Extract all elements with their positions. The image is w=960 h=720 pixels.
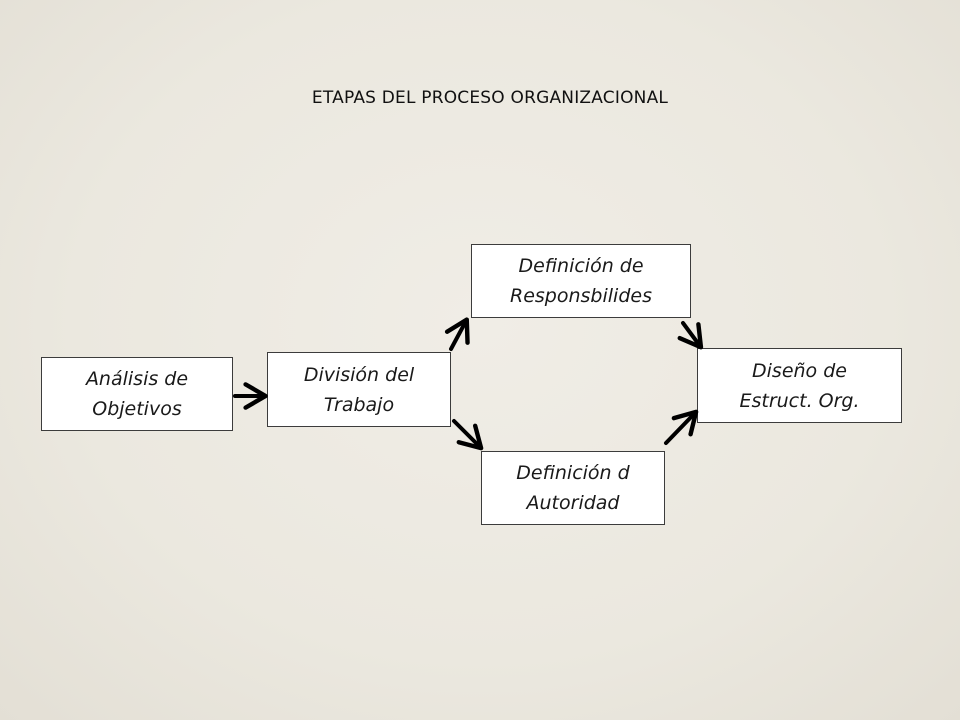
arrow-division-to-responsabilidades bbox=[444, 317, 470, 351]
node-definicion-de-responsabilidades: Definición de Responsbilides bbox=[471, 244, 691, 318]
node-definicion-de-autoridad: Definición d Autoridad bbox=[481, 451, 665, 525]
node-division-del-trabajo: División del Trabajo bbox=[267, 352, 451, 427]
arrow-autoridad-to-diseno bbox=[664, 409, 699, 445]
diagram-title: ETAPAS DEL PROCESO ORGANIZACIONAL bbox=[311, 88, 669, 108]
arrow-responsabilidades-to-diseno bbox=[677, 321, 704, 350]
arrow-division-to-autoridad bbox=[452, 419, 484, 451]
node-diseno-de-estructura: Diseño de Estruct. Org. bbox=[697, 348, 902, 423]
node-analisis-de-objetivos: Análisis de Objetivos bbox=[41, 357, 233, 431]
